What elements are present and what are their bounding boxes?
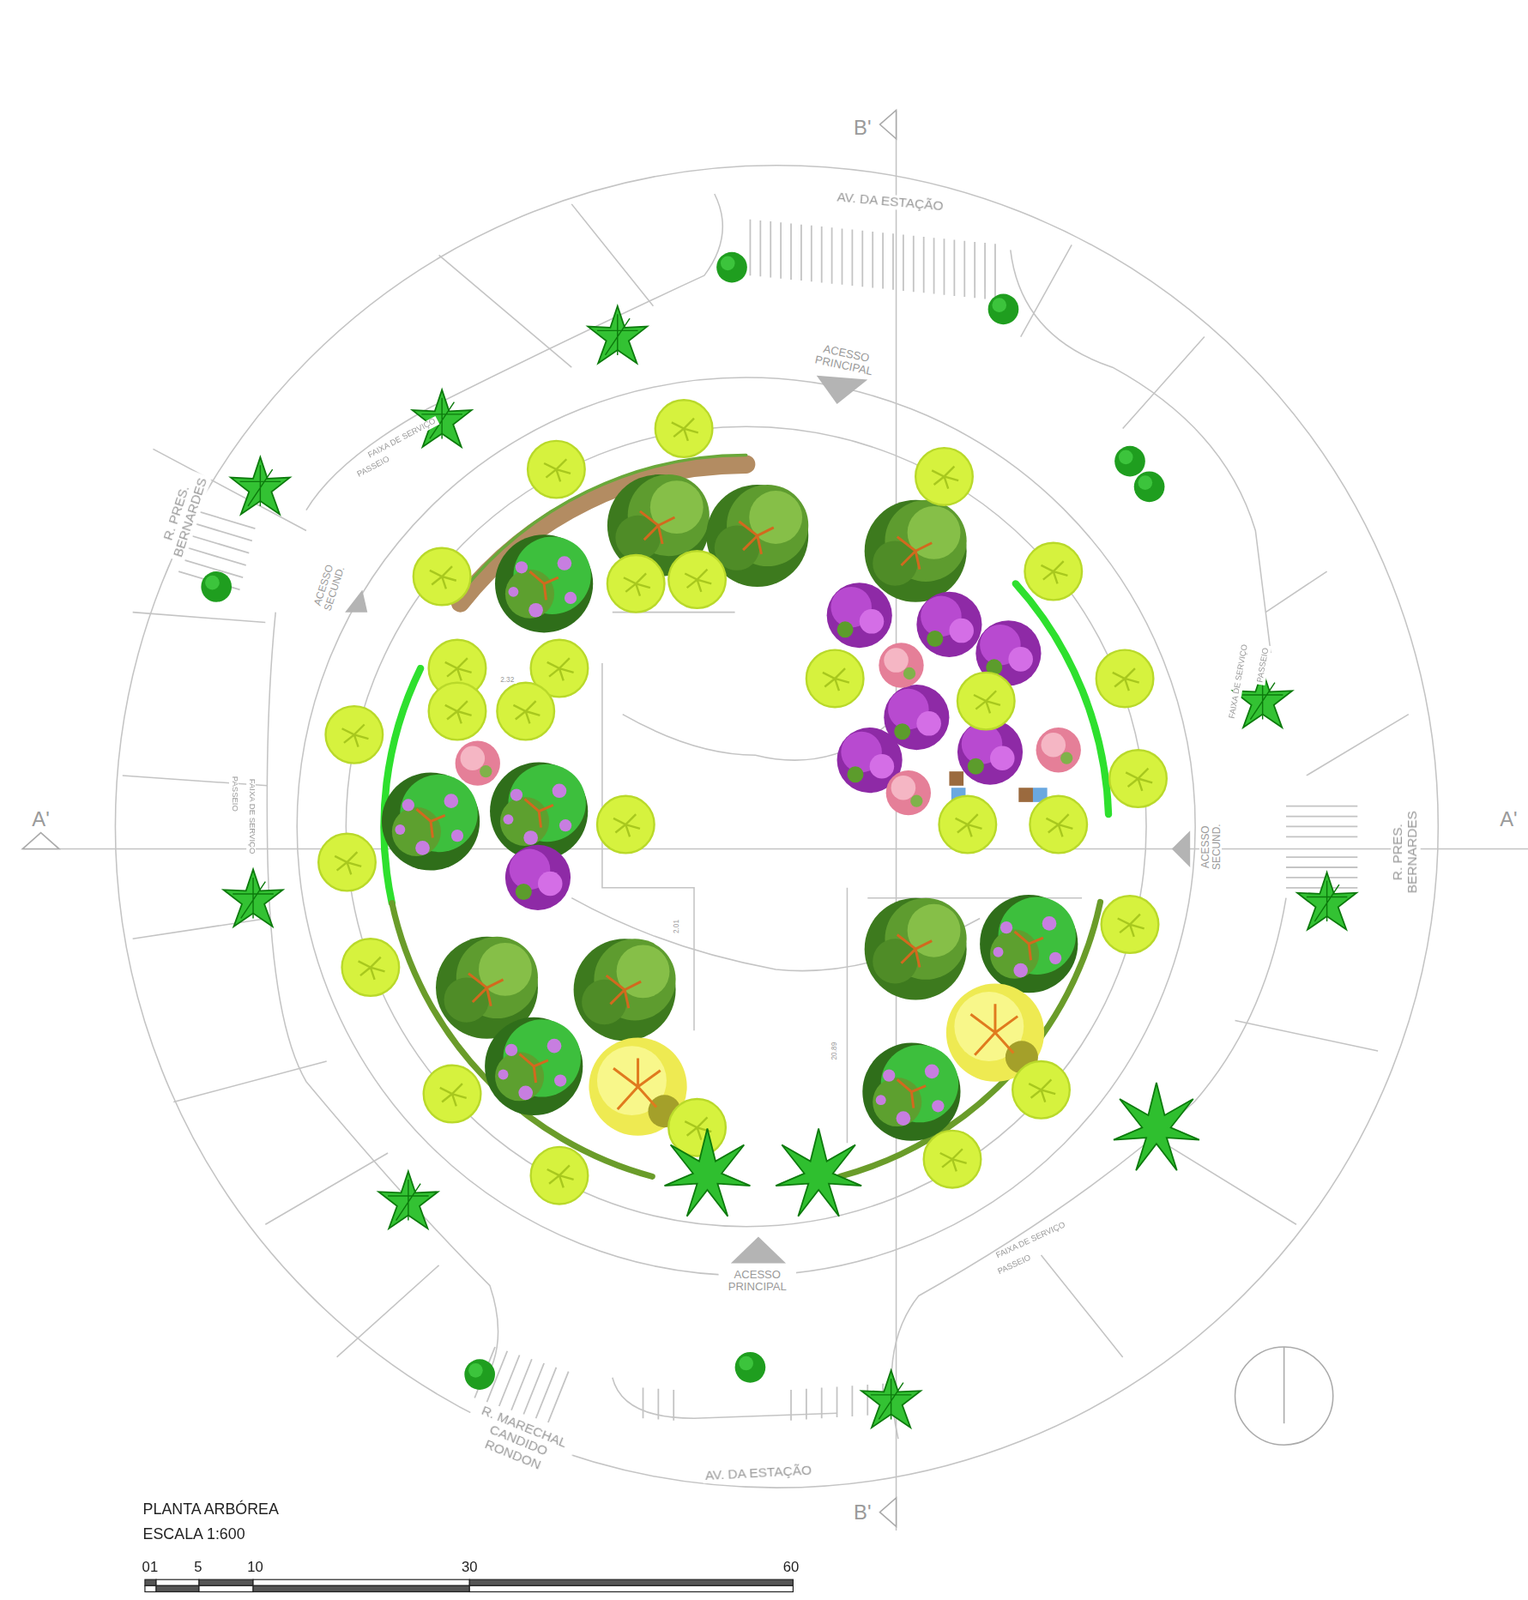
tree-symbol [864, 898, 967, 1001]
access-arrows [344, 375, 1190, 1264]
tree-symbol [735, 1352, 767, 1384]
scale-number: 01 [139, 1559, 160, 1576]
planting-bands [383, 454, 1109, 1177]
tree-symbol [607, 555, 665, 613]
tree-symbol [381, 772, 480, 870]
map-label: B' [851, 116, 874, 139]
tree-symbol [806, 650, 864, 708]
map-label: 2.32 [498, 676, 517, 684]
tree-symbol [916, 591, 982, 658]
tree-symbol [505, 845, 571, 911]
map-label: A' [30, 808, 52, 831]
tree-symbol [496, 682, 555, 741]
tree-symbol [573, 938, 677, 1041]
tree-symbol [342, 938, 400, 997]
tree-symbol [1109, 749, 1167, 808]
tree-symbol [886, 770, 931, 816]
tree-symbol [1036, 727, 1082, 773]
map-label: PASSEIO [229, 773, 238, 814]
map-label: PASSEIO [1256, 645, 1272, 686]
map-label: R. PRES. BERNARDES [156, 468, 212, 563]
tree-symbol [326, 706, 384, 764]
map-label: ACESSO PRINCIPAL [718, 1268, 797, 1293]
tree-symbol [484, 1017, 583, 1116]
scale-bar [144, 1579, 793, 1592]
tree-symbol [924, 1130, 982, 1189]
scale-number: 5 [192, 1559, 205, 1576]
tree-symbol [531, 1147, 589, 1205]
map-label: ACESSO SECUND. [308, 552, 350, 622]
crosswalks [178, 219, 1358, 1423]
tree-symbol [1113, 1082, 1200, 1171]
plan-title: PLANTA ARBÓREA [143, 1499, 279, 1518]
tree-symbol [864, 500, 967, 603]
tree-symbol [827, 582, 893, 648]
tree-symbol [455, 741, 501, 786]
tree-symbol [668, 550, 726, 609]
tree-symbol [597, 796, 655, 854]
tree-symbol [423, 1065, 482, 1124]
tree-symbol [413, 548, 472, 606]
tree-symbol [861, 1370, 921, 1428]
tree-symbol [587, 306, 647, 364]
tree-symbol [979, 894, 1078, 993]
tree-symbol [716, 252, 748, 284]
tree-symbol [318, 833, 376, 892]
tree-symbol [223, 869, 284, 927]
tree-symbol [1101, 895, 1160, 954]
tree-symbol [775, 1128, 862, 1216]
map-label: 2.01 [672, 917, 681, 936]
tree-symbol [957, 672, 1015, 731]
map-label: B' [851, 1501, 874, 1524]
tree-symbol [664, 1128, 750, 1216]
tree-symbol [668, 1099, 726, 1157]
street-lines [22, 109, 1528, 1531]
tree-symbol [412, 389, 472, 447]
tree-symbol [428, 682, 487, 741]
tree-symbol [464, 1358, 496, 1390]
tree-symbol [527, 440, 586, 499]
map-label: ACESSO SECUND. [1199, 814, 1222, 880]
tree-symbol [1114, 446, 1146, 478]
map-label: R. PRES. BERNARDES [1390, 807, 1420, 898]
tree-symbol [915, 447, 973, 506]
section-markers [22, 109, 896, 1527]
tree-symbol [862, 1043, 961, 1142]
scale-number: 30 [459, 1559, 480, 1576]
scale-caption: ESCALA 1:600 [143, 1524, 246, 1543]
map-label: ACESSO PRINCIPAL [804, 338, 886, 380]
tree-symbol [1024, 543, 1082, 601]
map-label: AV. DA ESTAÇÃO [833, 189, 946, 214]
trees [200, 252, 1357, 1428]
tree-symbol [1134, 471, 1166, 503]
scale-number: 10 [245, 1559, 266, 1576]
tree-symbol [230, 457, 290, 515]
tree-symbol [1297, 872, 1357, 931]
tree-symbol [378, 1171, 438, 1229]
tree-symbol [1012, 1061, 1070, 1119]
tree-symbol [655, 399, 713, 458]
map-label: A' [1497, 808, 1520, 831]
map-label: R. MARECHAL CANDIDO RONDON [459, 1400, 578, 1482]
map-label: FAIXA DE SERVIÇO [1227, 641, 1251, 722]
map-label: AV. DA ESTAÇÃO [702, 1463, 815, 1485]
map-label: FAIXA DE SERVIÇO [246, 776, 255, 856]
tree-symbol [200, 571, 232, 603]
tree-symbol [878, 642, 924, 688]
tree-symbol [988, 294, 1020, 326]
north-symbol [1235, 1346, 1334, 1445]
tree-symbol [1029, 796, 1088, 854]
tree-symbol [939, 796, 997, 854]
scale-number: 60 [780, 1559, 801, 1576]
map-label: 20.89 [829, 1039, 838, 1063]
tree-symbol [495, 534, 593, 633]
tree-symbol [1096, 650, 1154, 708]
